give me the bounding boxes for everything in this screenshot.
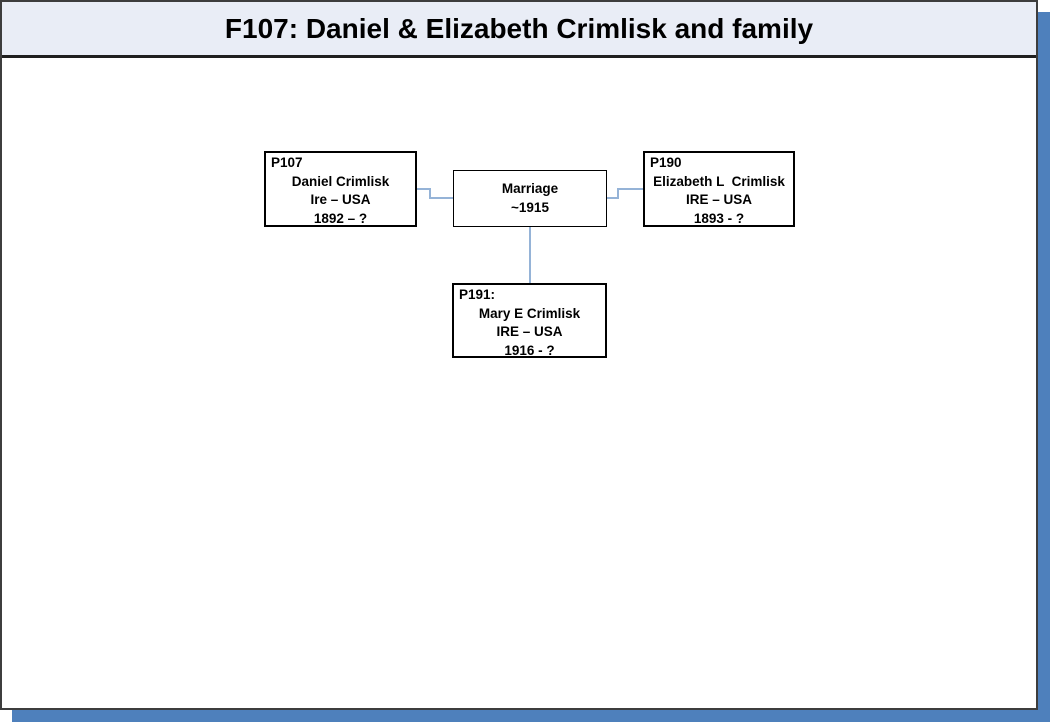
- marriage-label: Marriage: [501, 181, 559, 196]
- connector-marriage-child: [529, 227, 531, 283]
- person-box-p191: P191: Mary E Crimlisk IRE – USA 1916 - ?: [452, 283, 607, 358]
- person-id: P107: [271, 155, 303, 170]
- connector-father-marriage-h1: [417, 188, 431, 190]
- person-place: IRE – USA: [685, 192, 753, 207]
- person-place: IRE – USA: [496, 324, 563, 339]
- title-bar: F107: Daniel & Elizabeth Crimlisk and fa…: [2, 2, 1036, 58]
- person-name: Mary E Crimlisk: [478, 305, 581, 321]
- connector-father-marriage-h2: [429, 197, 453, 199]
- connector-father-marriage-v: [429, 188, 431, 199]
- person-id: P190: [650, 155, 682, 170]
- person-years: 1893 - ?: [693, 210, 745, 226]
- person-years: 1916 - ?: [504, 342, 555, 358]
- connector-marriage-mother-v: [617, 188, 619, 199]
- marriage-box: Marriage ~1915: [453, 170, 607, 227]
- person-place: Ire – USA: [310, 192, 371, 207]
- person-years: 1892 – ?: [313, 210, 368, 226]
- connector-marriage-mother-h1: [607, 197, 619, 199]
- person-box-p190: P190 Elizabeth L Crimlisk IRE – USA 1893…: [643, 151, 795, 227]
- person-box-p107: P107 Daniel Crimlisk Ire – USA 1892 – ?: [264, 151, 417, 227]
- marriage-date: ~1915: [511, 199, 549, 215]
- connector-marriage-mother-h2: [617, 188, 643, 190]
- person-id: P191:: [459, 287, 496, 302]
- page-title: F107: Daniel & Elizabeth Crimlisk and fa…: [224, 12, 814, 44]
- person-name: Elizabeth L Crimlisk: [653, 173, 785, 189]
- person-name: Daniel Crimlisk: [291, 173, 390, 189]
